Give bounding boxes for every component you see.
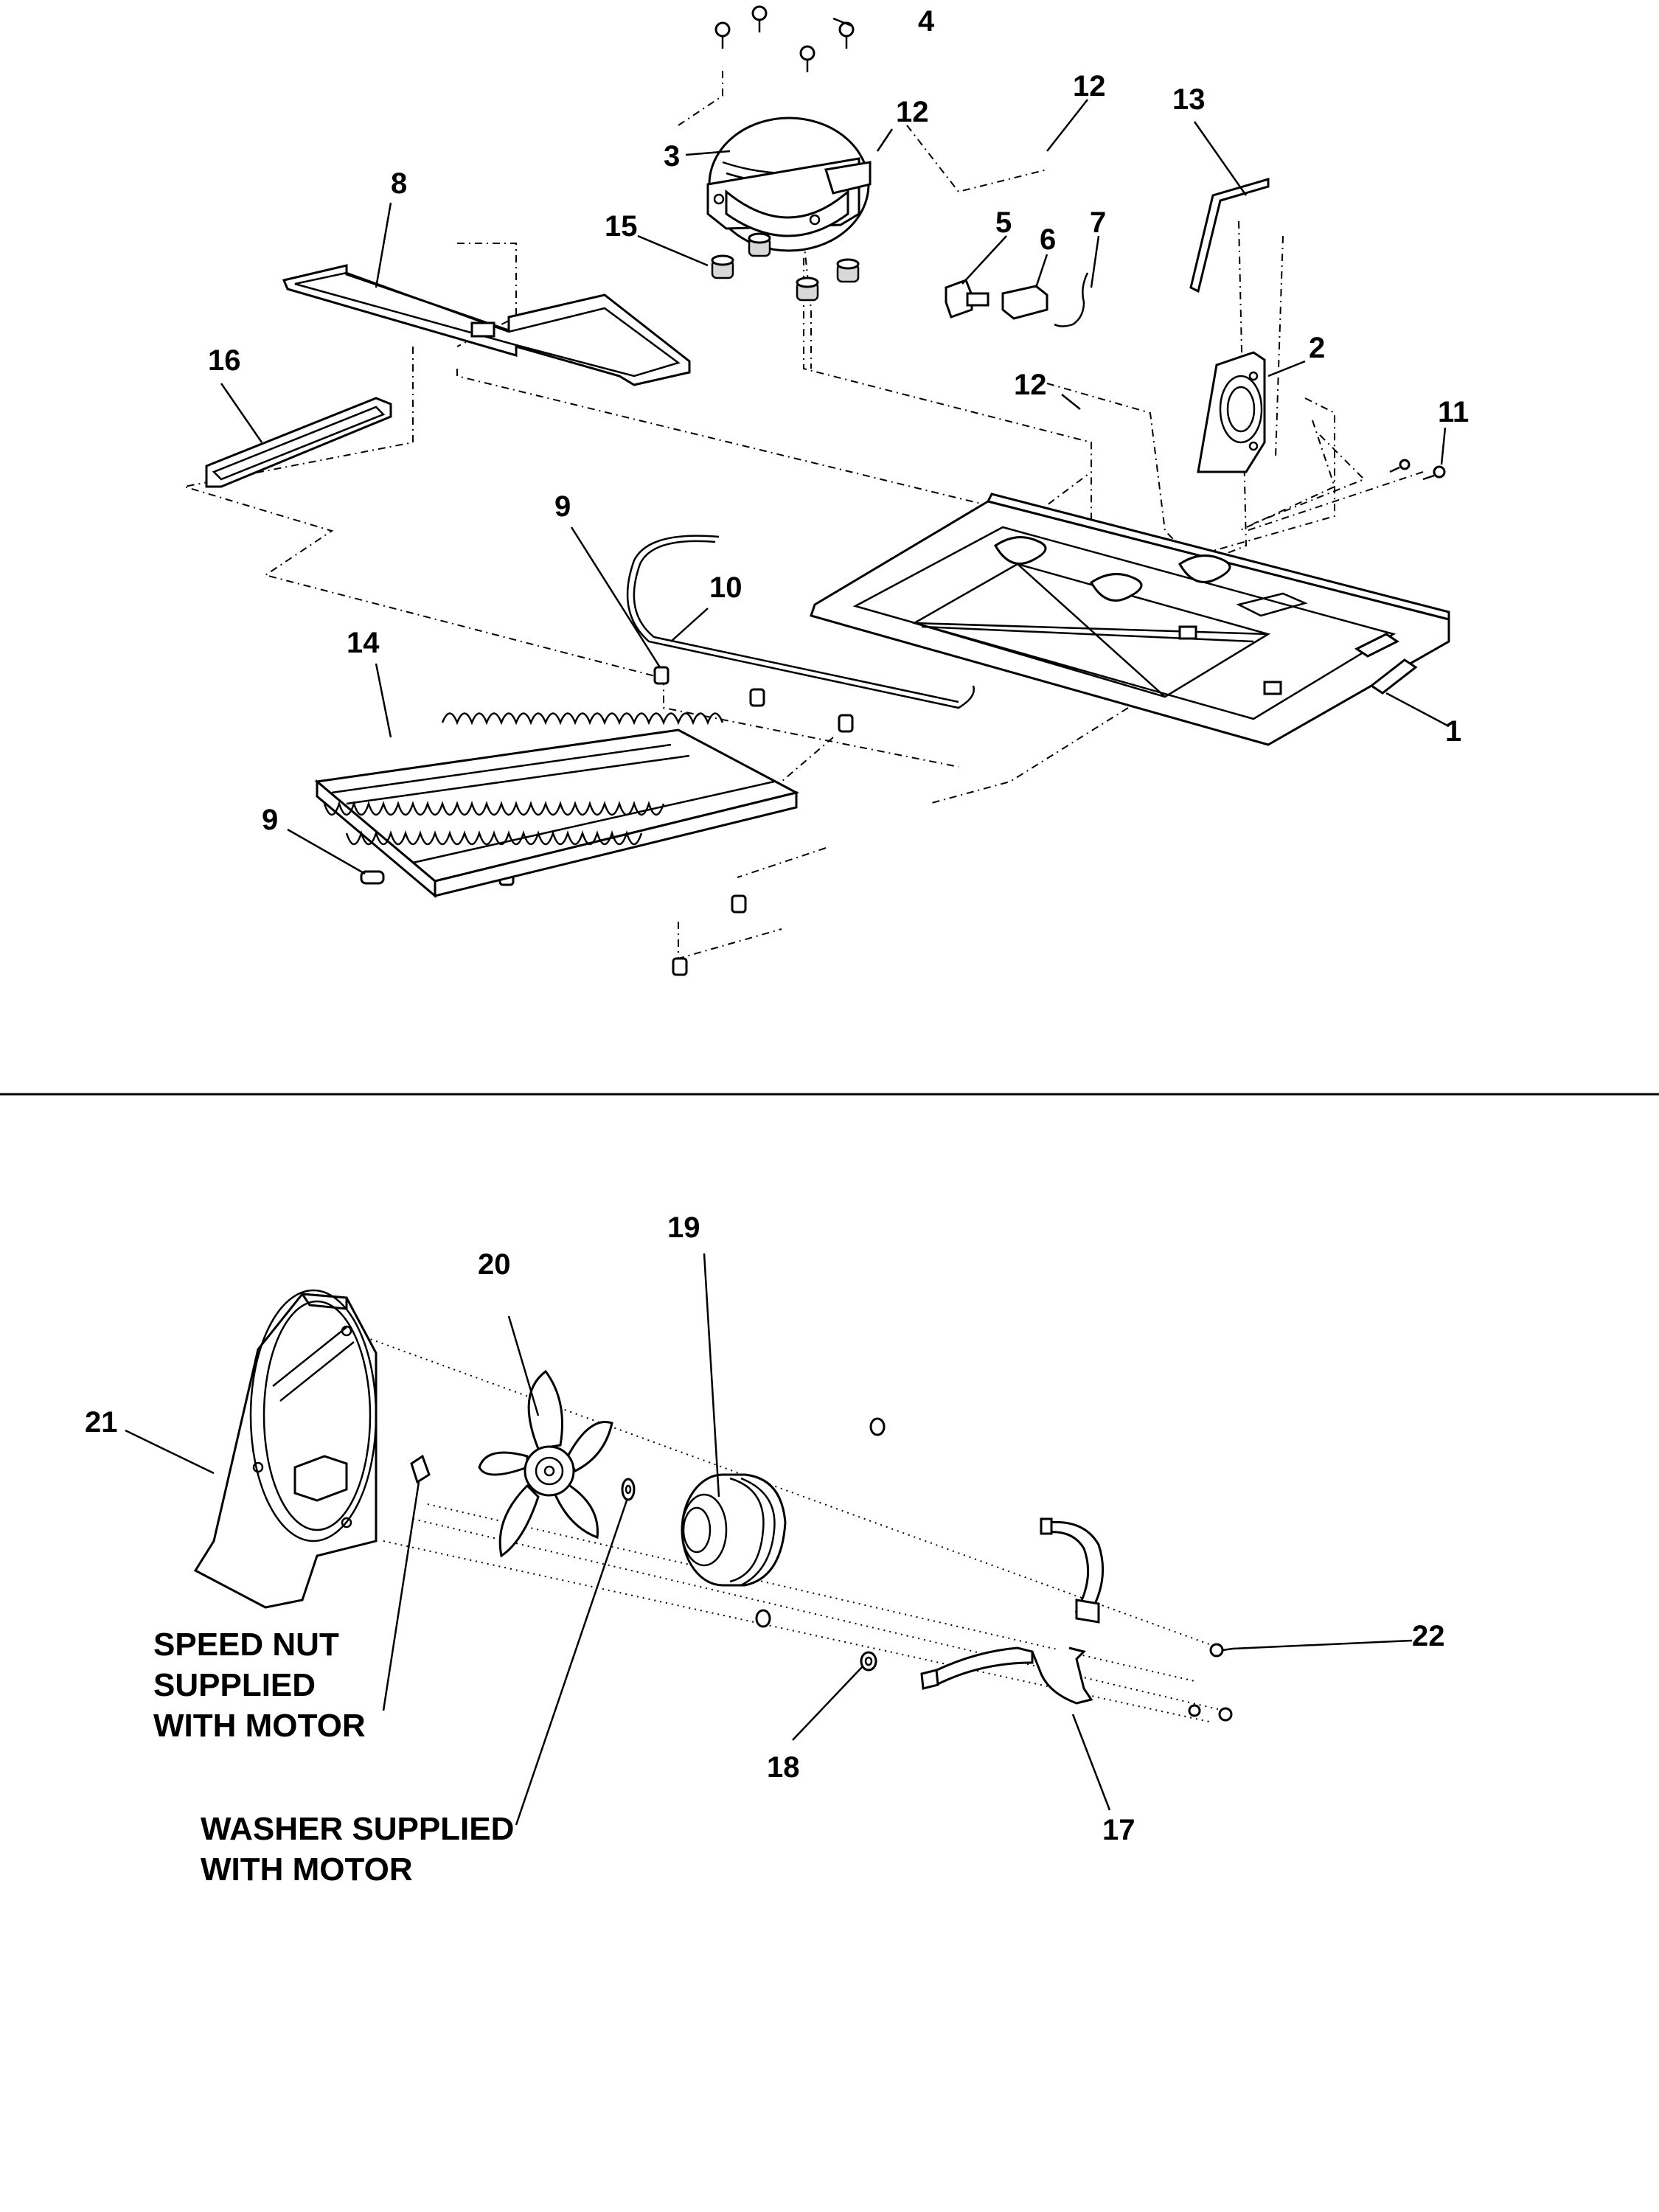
part-11-screws (1389, 459, 1446, 481)
part-14-condenser (314, 712, 800, 899)
callout-2: 2 (1309, 332, 1325, 364)
note-washer-line2: WITH MOTOR (201, 1851, 413, 1888)
part-6-capacitor (1001, 285, 1048, 320)
callout-leaders-upper (220, 17, 1450, 875)
callout-18: 18 (767, 1751, 800, 1784)
callout-numbers-upper: 4 3 12 12 13 8 15 5 6 7 2 12 11 16 9 10 … (208, 5, 1469, 836)
part-8-tray (282, 264, 691, 386)
note-speed-nut: SPEED NUT SUPPLIED WITH MOTOR (153, 1627, 366, 1744)
coil-loops (323, 712, 724, 846)
callout-10: 10 (709, 571, 742, 604)
callout-6: 6 (1040, 223, 1056, 256)
speed-nut (410, 1454, 431, 1484)
part-17-bracket (920, 1646, 1093, 1705)
callout-19: 19 (667, 1211, 700, 1244)
callout-1: 1 (1445, 715, 1461, 748)
callout-leaders-lower (125, 1253, 1413, 1826)
callout-15: 15 (605, 210, 638, 243)
part-10-tube (626, 535, 975, 709)
callout-9-lower: 9 (262, 804, 278, 836)
alignment-lines (184, 66, 1424, 960)
part-16-bracket (205, 397, 392, 488)
callout-8: 8 (391, 167, 407, 200)
callout-21: 21 (85, 1406, 118, 1439)
part-7-wire (1054, 272, 1089, 327)
part-19-motor (681, 1473, 787, 1587)
note-speed-nut-line2: SUPPLIED (153, 1667, 316, 1703)
callout-5: 5 (995, 206, 1012, 239)
callout-4: 4 (918, 5, 935, 38)
nuts (755, 1417, 886, 1672)
part-4-screws (714, 5, 855, 72)
callout-11: 11 (1438, 396, 1469, 428)
note-washer: WASHER SUPPLIED WITH MOTOR (201, 1811, 514, 1888)
callout-14: 14 (347, 627, 380, 659)
callout-7: 7 (1090, 206, 1106, 239)
part-5-relay (945, 279, 990, 319)
part-13-strip (1189, 177, 1270, 293)
part-20-fan-blade (478, 1369, 613, 1558)
callout-17: 17 (1102, 1814, 1135, 1846)
callout-12-top: 12 (896, 96, 929, 128)
part-21-shroud (193, 1289, 378, 1609)
washer (621, 1478, 636, 1501)
alignment-lines-lower (353, 1332, 1225, 1722)
callout-3: 3 (664, 140, 680, 173)
motor-bracket-upper (1040, 1517, 1105, 1624)
callout-numbers-lower: 19 20 21 22 18 17 (85, 1211, 1445, 1846)
lower-assembly: 19 20 21 22 18 17 SPEED NUT SUPPLIED WIT… (85, 1211, 1445, 1888)
callout-13: 13 (1172, 83, 1206, 116)
part-15-grommets (711, 232, 860, 302)
callout-12-right: 12 (1073, 70, 1106, 102)
callout-16: 16 (208, 344, 241, 377)
part-2-shroud (1197, 351, 1266, 473)
upper-assembly: 4 3 12 12 13 8 15 5 6 7 2 12 11 16 9 10 … (184, 5, 1469, 976)
callout-22: 22 (1412, 1620, 1445, 1652)
part-1-base-pan (810, 493, 1450, 746)
part-22-screws (1188, 1643, 1234, 1722)
note-washer-line1: WASHER SUPPLIED (201, 1811, 514, 1847)
callout-20: 20 (478, 1248, 511, 1281)
note-speed-nut-line3: WITH MOTOR (153, 1708, 366, 1744)
note-speed-nut-line1: SPEED NUT (153, 1627, 339, 1663)
callout-12-mid: 12 (1014, 369, 1047, 401)
part-3-compressor (706, 116, 872, 252)
callout-9-upper: 9 (554, 490, 571, 523)
